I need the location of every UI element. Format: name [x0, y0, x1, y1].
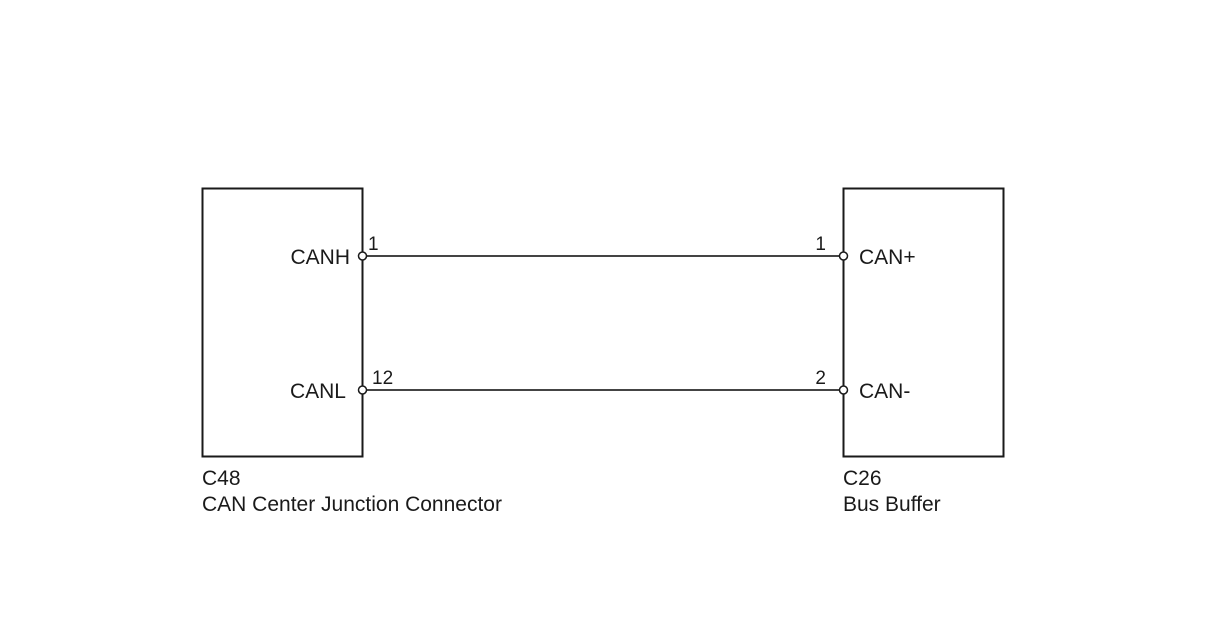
- terminal-c26-pin2: [838, 385, 849, 395]
- signal-label-canplus: CAN+: [859, 246, 916, 269]
- signal-label-canh: CANH: [290, 246, 350, 269]
- terminal-c48-pin1: [357, 251, 368, 261]
- terminal-c26-pin1: [838, 251, 849, 261]
- connector-c48-box: [201, 187, 364, 458]
- signal-label-canminus: CAN-: [859, 380, 910, 403]
- connector-code-c48: C48: [202, 467, 241, 490]
- connector-name-c48: CAN Center Junction Connector: [202, 493, 502, 516]
- pin-number-c48-canl: 12: [372, 368, 393, 389]
- connector-name-c26: Bus Buffer: [843, 493, 941, 516]
- terminal-c48-pin12: [357, 385, 368, 395]
- connector-c26-box: [842, 187, 1005, 458]
- connector-code-c26: C26: [843, 467, 882, 490]
- pin-number-c26-canplus: 1: [815, 234, 826, 255]
- pin-number-c26-canminus: 2: [815, 368, 826, 389]
- signal-label-canl: CANL: [290, 380, 346, 403]
- pin-number-c48-canh: 1: [368, 234, 379, 255]
